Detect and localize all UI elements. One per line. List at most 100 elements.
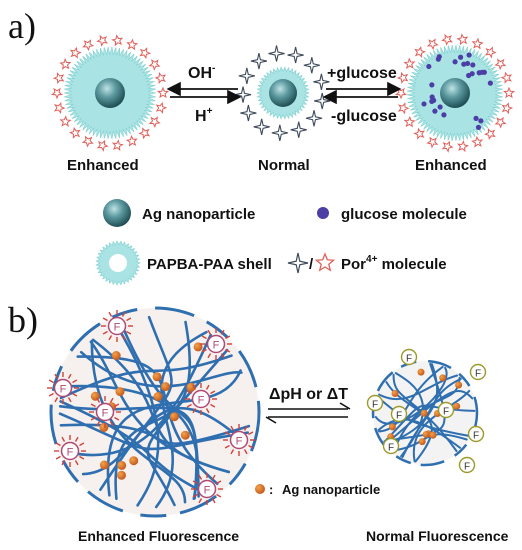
ag-nanoparticle <box>429 431 437 439</box>
glucose-dot <box>429 94 435 100</box>
por-star <box>148 116 161 128</box>
fluorophore-normal: F <box>366 394 384 412</box>
glucose-dot <box>435 56 441 62</box>
svg-text:F: F <box>443 407 449 418</box>
glucose-dot <box>426 63 432 70</box>
ag-nanoparticle <box>180 430 190 440</box>
svg-text:F: F <box>204 485 211 497</box>
polymer-chain <box>154 330 208 509</box>
por-star <box>59 58 72 70</box>
por-star <box>68 126 81 139</box>
legend-star-icon <box>314 252 336 272</box>
por-sparkle <box>240 104 257 122</box>
por-star <box>81 135 94 148</box>
por-star <box>53 101 66 115</box>
por-star <box>413 127 426 140</box>
ag-nanoparticle <box>99 460 109 470</box>
svg-text:F: F <box>406 354 412 365</box>
legend-np-sep: : <box>269 482 273 497</box>
por-star <box>52 72 65 85</box>
por-star <box>426 136 439 149</box>
por-star <box>69 46 82 59</box>
state-enhanced-left: Enhanced <box>67 157 139 174</box>
svg-text:F: F <box>114 322 121 334</box>
por-sparkle <box>253 118 270 135</box>
ag-nanoparticle <box>455 381 463 389</box>
enhanced-particle-left <box>50 34 170 152</box>
por-sparkle <box>238 67 255 85</box>
por-star <box>441 140 454 153</box>
polymer-chain <box>412 389 471 463</box>
fluorophore-enhanced: F <box>54 435 86 467</box>
label-h: H+ <box>195 106 213 125</box>
fluorophore-enhanced: F <box>101 310 133 342</box>
por-sparkle <box>287 46 304 64</box>
por-star <box>441 33 453 46</box>
enhanced-particle-right <box>394 33 516 153</box>
svg-text:F: F <box>475 369 481 380</box>
por-sparkle <box>313 73 330 90</box>
ag-core <box>269 79 297 107</box>
por-star <box>156 86 170 99</box>
ag-nanoparticle <box>388 423 396 431</box>
caption-enhanced: Enhanced Fluorescence <box>78 528 239 544</box>
por-star <box>96 139 109 152</box>
ag-nanoparticle <box>439 374 447 382</box>
por-star <box>50 87 64 100</box>
fluorophore-enhanced: F <box>191 473 223 505</box>
por-star <box>139 47 152 60</box>
panel-a-label: a) <box>8 6 36 46</box>
glucose-dot <box>432 108 438 114</box>
ag-nanoparticle <box>169 412 179 422</box>
por-star <box>125 134 138 147</box>
ag-nanoparticle <box>117 460 127 470</box>
legend-shell-icon <box>95 240 141 286</box>
ag-core <box>440 78 470 108</box>
polymer-chain <box>385 390 474 445</box>
label-delta-ph-t: ΔpH or ΔT <box>269 386 348 403</box>
polymer-chain <box>58 412 249 451</box>
polymer-chain <box>383 362 446 443</box>
label-oh: OH- <box>188 63 215 82</box>
glucose-dot <box>487 80 493 86</box>
ag-nanoparticle <box>453 402 461 410</box>
ag-nanoparticle <box>391 390 399 397</box>
fluorophore-normal: F <box>437 401 455 419</box>
svg-text:F: F <box>213 340 220 352</box>
glucose-dot <box>475 124 482 130</box>
polymer-chain <box>377 418 462 449</box>
por-star <box>397 102 410 115</box>
por-sparkle <box>290 121 307 138</box>
fluorophore-enhanced: F <box>89 396 121 428</box>
glucose-dot <box>481 69 487 75</box>
por-star <box>500 71 513 84</box>
fluorophore-normal: F <box>390 405 408 423</box>
glucose-dot <box>421 101 427 107</box>
state-normal: Normal <box>258 157 310 174</box>
por-star <box>501 102 514 115</box>
ag-nanoparticle <box>418 438 426 446</box>
por-star <box>456 33 469 46</box>
equilibrium-arrows-left: OH- H+ <box>166 63 242 125</box>
glucose-dot <box>441 112 447 118</box>
legend-ag-label: Ag nanoparticle <box>142 206 255 223</box>
fluorophore-enhanced: F <box>185 383 217 415</box>
por-sparkle <box>314 92 331 110</box>
legend-panel-b: : Ag nanoparticle <box>255 482 380 497</box>
por-sparkle <box>268 45 285 62</box>
panel-b-label: b) <box>8 300 38 340</box>
legend-slash: / <box>309 256 314 273</box>
glucose-dot <box>478 118 484 124</box>
legend-ag-icon <box>103 199 131 227</box>
svg-text:F: F <box>464 462 470 473</box>
legend-sparkle-icon <box>287 252 309 274</box>
legend-np-icon <box>255 484 265 494</box>
por-star <box>471 37 484 50</box>
polymer-chain <box>378 374 459 401</box>
ag-nanoparticle <box>153 392 163 401</box>
por-star <box>111 139 124 152</box>
normal-particle-center <box>234 45 331 141</box>
glucose-dot <box>466 52 472 58</box>
